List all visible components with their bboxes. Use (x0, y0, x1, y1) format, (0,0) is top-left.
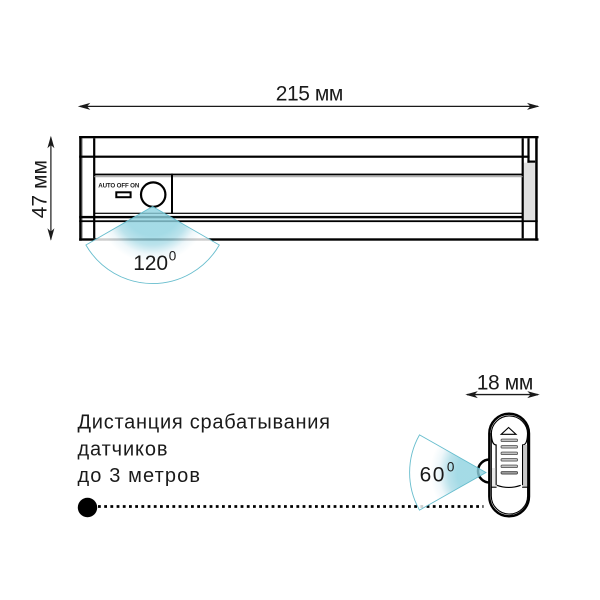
svg-text:Дистанция срабатывания: Дистанция срабатывания (78, 412, 331, 434)
svg-text:215 мм: 215 мм (276, 82, 344, 105)
svg-text:датчиков: датчиков (78, 438, 168, 460)
svg-text:47 мм: 47 мм (29, 160, 52, 218)
svg-text:120: 120 (133, 252, 168, 275)
svg-text:до 3 метров: до 3 метров (78, 465, 201, 487)
svg-text:0: 0 (169, 249, 177, 264)
svg-text:60: 60 (420, 463, 445, 486)
svg-text:AUTO OFF ON: AUTO OFF ON (98, 182, 140, 189)
svg-text:18 мм: 18 мм (477, 371, 534, 394)
svg-text:0: 0 (447, 460, 455, 475)
